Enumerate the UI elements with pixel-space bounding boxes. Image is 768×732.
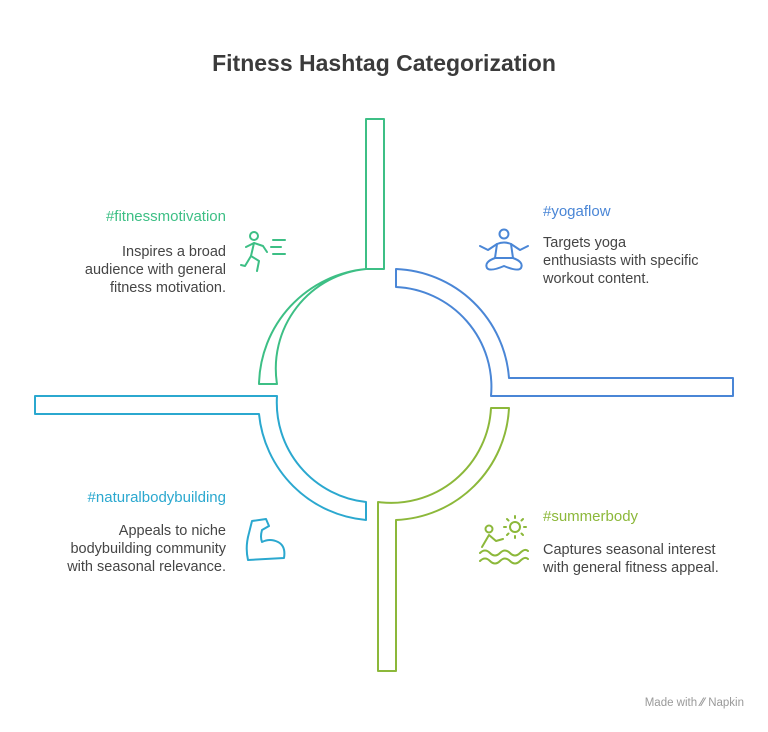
bodybuilding-hashtag: #naturalbodybuilding [87,489,226,506]
fitness-description: Inspires a broad audience with general f… [84,244,226,296]
running-person-icon [240,231,286,272]
made-with-label: Made with [644,697,698,709]
bodybuilding-quadrant-shape [34,395,367,521]
summer-description: Captures seasonal interest with general … [543,542,719,576]
fitness-hashtag: #fitnessmotivation [105,208,226,225]
summer-hashtag: #summerbody [543,508,639,525]
bodybuilding-description: Appeals to niche bodybuilding community … [67,523,226,575]
diagram-title: Fitness Hashtag Categorization [212,50,556,76]
sun-beach-icon [479,515,529,565]
yoga-description: Targets yoga enthusiasts with specific w… [543,235,699,287]
meditation-person-icon [479,228,529,271]
napkin-logo-icon: ⁄⁄ [700,697,705,709]
flexed-biceps-icon [245,518,286,561]
footer-attribution: Made with ⁄⁄Napkin [645,697,744,709]
yoga-hashtag: #yogaflow [543,203,611,220]
fitness-quadrant-shape [258,118,385,385]
yoga-quadrant-shape [395,268,734,397]
summer-quadrant-shape [377,407,510,672]
brand-name: Napkin [708,697,744,709]
